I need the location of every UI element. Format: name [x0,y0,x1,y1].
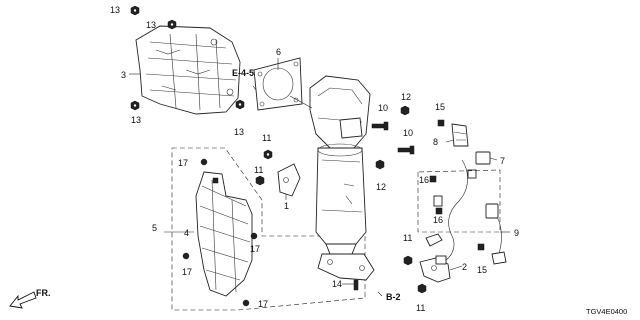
nut-13a [130,5,140,16]
callout-13d: 13 [234,127,244,137]
lower-heat-shield[interactable] [195,171,253,297]
nut-11c [403,255,413,266]
callout-6: 6 [276,47,281,57]
callout-17b: 17 [250,244,260,254]
leader-lines [129,58,510,297]
exhaust-gasket[interactable] [253,57,303,111]
converter-stay-1[interactable] [277,163,301,197]
body-reference-label[interactable]: B-2 [386,292,401,302]
bolt-17a [200,158,208,166]
callout-8: 8 [433,137,438,147]
stud-14 [353,279,359,291]
callout-9: 9 [514,228,519,238]
bolt-17c [182,252,190,260]
callout-15a: 15 [435,102,445,112]
callout-16a: 16 [419,175,429,185]
catalytic-converter[interactable] [309,75,375,281]
callout-17d: 17 [258,299,268,309]
callout-11c: 11 [403,233,412,243]
nut-13c [130,100,140,111]
callout-11a: 11 [262,133,271,143]
callout-4: 4 [184,228,189,238]
bolt-15a [437,119,445,127]
nut-12b [375,159,385,170]
secondary-oxygen-sensor[interactable] [485,203,507,265]
bolt-10b [397,145,415,155]
harness-clips [433,169,477,207]
callout-1: 1 [284,201,289,211]
callout-12a: 12 [401,92,411,102]
callout-17a: 17 [178,158,188,168]
heat-shield-group-outline [171,147,366,311]
air-fuel-ratio-sensor[interactable] [425,151,491,265]
nut-12a [400,105,410,116]
fasteners [130,5,485,307]
callout-10b: 10 [403,128,413,138]
front-direction-arrow-icon [9,291,37,309]
callout-15b: 15 [477,265,487,275]
callout-12b: 12 [376,182,386,192]
nut-11b [255,175,265,186]
diagram-code: TGV4E0400 [586,307,627,316]
callout-5: 5 [152,223,157,233]
callout-13a: 13 [110,5,120,15]
callout-13b: 13 [146,20,156,30]
callout-16b: 16 [433,215,443,225]
front-direction-label: FR. [36,288,51,298]
callout-2: 2 [462,262,467,272]
bolt-15b [477,243,485,251]
bolt-16b [435,207,443,215]
sensor-connector-bracket[interactable] [451,123,469,147]
upper-heat-shield[interactable] [135,25,241,115]
callout-11d: 11 [416,303,425,313]
callout-13c: 13 [131,115,141,125]
callout-7: 7 [500,156,505,166]
bolt-17d [242,299,250,307]
nut-11a [263,149,273,160]
callout-10a: 10 [378,103,388,113]
engine-reference-label[interactable]: E-4-5 [232,68,254,78]
bolt-17b [250,232,258,240]
callout-17c: 17 [182,267,192,277]
callout-14: 14 [332,279,342,289]
callout-11b: 11 [254,165,263,175]
callout-3: 3 [121,70,126,80]
nut-13b [167,19,177,30]
bolt-10a [371,121,389,131]
bolt-16a [429,175,437,183]
nut-11d [417,283,427,294]
nut-13d [235,99,245,110]
